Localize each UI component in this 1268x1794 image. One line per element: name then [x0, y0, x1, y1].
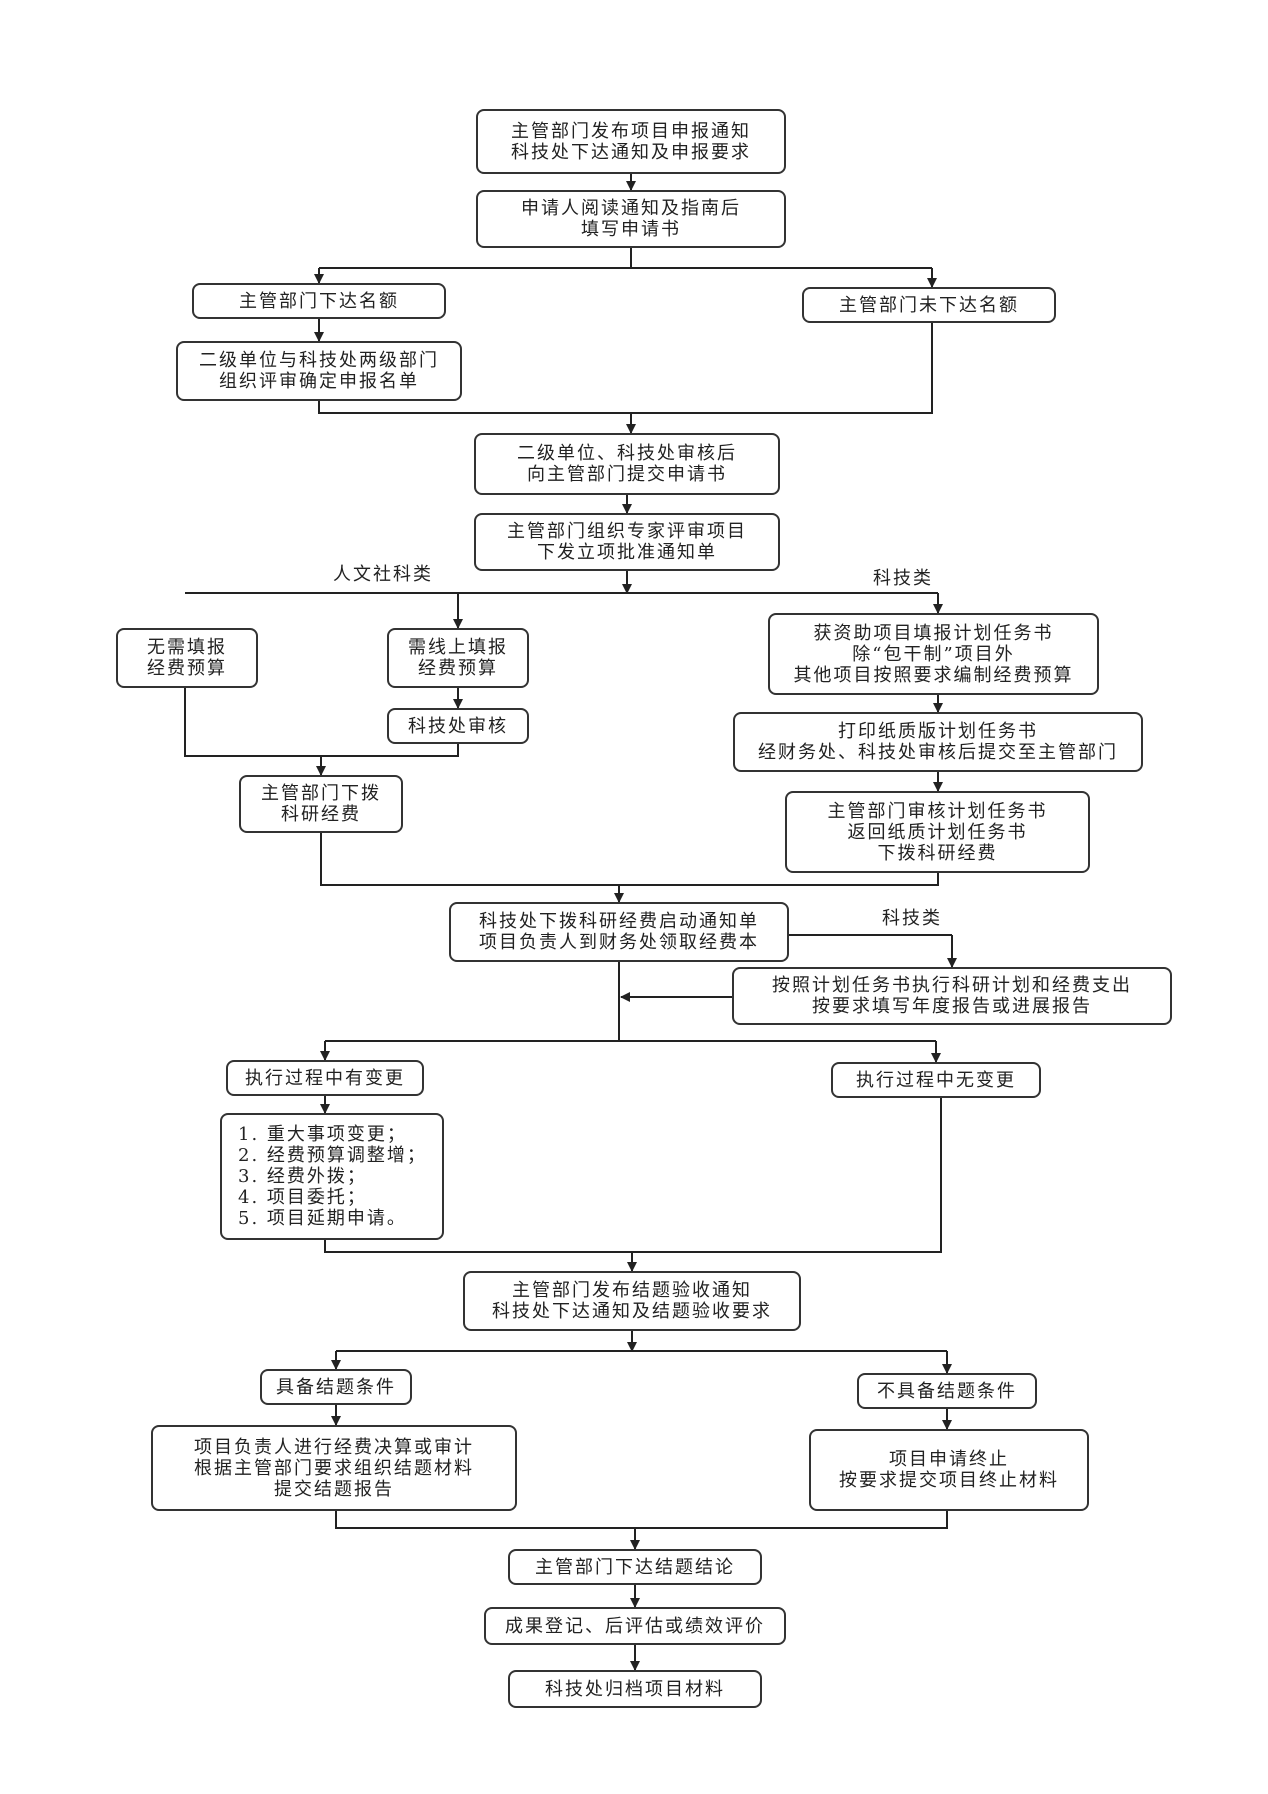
node-with-change: 执行过程中有变更 [226, 1060, 424, 1096]
node-registration-evaluation: 成果登记、后评估或绩效评价 [484, 1607, 786, 1645]
node-meets-conditions: 具备结题条件 [260, 1369, 412, 1405]
node-not-meet-conditions: 不具备结题条件 [857, 1373, 1037, 1409]
node-terminate: 项目申请终止 按要求提交项目终止材料 [809, 1429, 1089, 1511]
node-acceptance-notice: 主管部门发布结题验收通知 科技处下达通知及结题验收要求 [463, 1271, 801, 1331]
node-online-budget: 需线上填报 经费预算 [387, 628, 529, 688]
node-allocate-funds-humanities: 主管部门下拨 科研经费 [239, 775, 403, 833]
connector-line [335, 1511, 948, 1529]
connector-line [320, 833, 939, 886]
node-no-budget: 无需填报 经费预算 [116, 628, 258, 688]
node-execute-plan: 按照计划任务书执行科研计划和经费支出 按要求填写年度报告或进展报告 [732, 967, 1172, 1025]
node-st-office-review: 科技处审核 [387, 708, 529, 744]
node-final-accounts: 项目负责人进行经费决算或审计 根据主管部门要求组织结题材料 提交结题报告 [151, 1425, 517, 1511]
node-review-task-book: 主管部门审核计划任务书 返回纸质计划任务书 下拨科研经费 [785, 791, 1090, 873]
connector-line [318, 323, 933, 414]
label-science-1: 科技类 [873, 568, 933, 589]
node-submit-application: 二级单位、科技处审核后 向主管部门提交申请书 [474, 433, 780, 495]
node-review-shortlist: 二级单位与科技处两级部门 组织评审确定申报名单 [176, 341, 462, 401]
node-task-book: 获资助项目填报计划任务书 除“包干制”项目外 其他项目按照要求编制经费预算 [768, 613, 1099, 695]
node-no-change: 执行过程中无变更 [831, 1062, 1041, 1098]
node-conclusion: 主管部门下达结题结论 [508, 1549, 762, 1585]
node-change-list: 1. 重大事项变更； 2. 经费预算调整增； 3. 经费外拨； 4. 项目委托；… [220, 1113, 444, 1240]
label-humanities: 人文社科类 [333, 564, 433, 585]
node-quota-issued: 主管部门下达名额 [192, 283, 446, 319]
node-publish-notice: 主管部门发布项目申报通知 科技处下达通知及申报要求 [476, 109, 786, 174]
label-science-2: 科技类 [882, 908, 942, 929]
node-quota-not-issued: 主管部门未下达名额 [802, 287, 1056, 323]
node-fill-application: 申请人阅读通知及指南后 填写申请书 [476, 190, 786, 248]
node-archive: 科技处归档项目材料 [508, 1670, 762, 1708]
node-start-notice: 科技处下拨科研经费启动通知单 项目负责人到财务处领取经费本 [449, 902, 789, 962]
node-expert-review: 主管部门组织专家评审项目 下发立项批准通知单 [474, 513, 780, 571]
node-print-task-book: 打印纸质版计划任务书 经财务处、科技处审核后提交至主管部门 [733, 712, 1143, 772]
